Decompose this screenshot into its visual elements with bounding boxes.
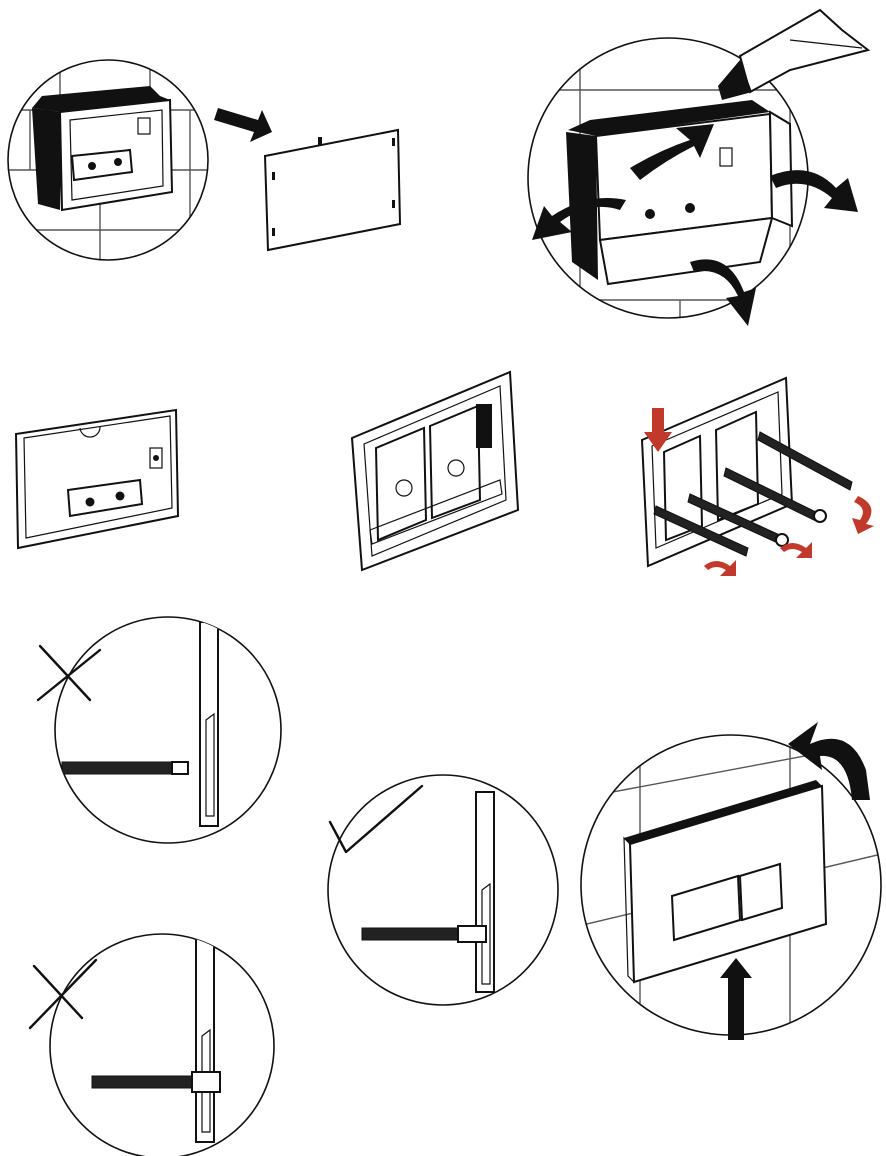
step-2-knife-icon: [718, 10, 868, 100]
step-1-back-box: [32, 86, 172, 210]
step-6-panel: [38, 617, 281, 843]
step-8-panel: [30, 934, 274, 1156]
step-7-detail-circle: [328, 775, 558, 1005]
step-9-up-arrow-icon: [720, 958, 752, 1040]
step-3-panel: [16, 410, 178, 548]
step-2-open-box: [566, 100, 792, 284]
step-8-cross-mark-icon: [30, 960, 96, 1028]
step-1-cover-plate: [265, 130, 400, 250]
step-4-panel: [352, 372, 518, 570]
step-6-cross-mark-icon: [38, 646, 100, 700]
step-6-detail-circle: [55, 617, 281, 843]
step-9-panel: [570, 722, 886, 1040]
step-7-panel: [328, 775, 558, 1005]
step-2-panel: [520, 10, 868, 330]
step-1-arrow-icon: [214, 108, 272, 142]
step-9-flush-plate: [624, 780, 826, 982]
step-8-detail-circle: [50, 934, 274, 1156]
step-1-panel: [0, 40, 400, 260]
step-5-panel: [642, 378, 874, 576]
